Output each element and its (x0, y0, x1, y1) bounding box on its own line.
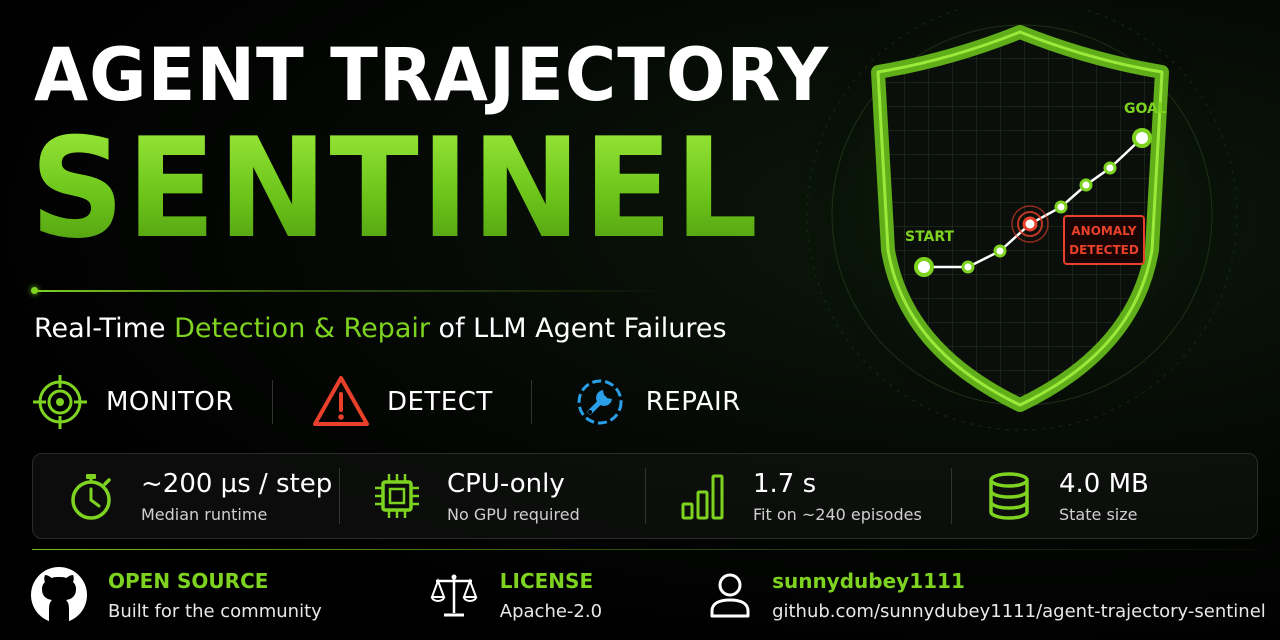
feature-detect: DETECT (311, 372, 493, 432)
anomaly-ring (1011, 205, 1049, 243)
scales-icon (430, 574, 478, 617)
anomaly-ring (1017, 211, 1043, 237)
radar-ring-outer (806, 10, 1238, 431)
cpu-chip-icon (375, 474, 419, 518)
feature-detect-label: DETECT (386, 387, 493, 417)
stat-runtime: ~200 µs / step Median runtime (33, 454, 339, 538)
stat-state-size-value: 4.0 MB (1059, 468, 1149, 499)
goal-label: GOAL (1124, 101, 1167, 117)
subtitle-part-2: of LLM Agent Failures (429, 313, 727, 344)
subtitle: Real-Time Detection & Repair of LLM Agen… (34, 313, 727, 344)
feature-repair: REPAIR (570, 372, 741, 432)
feature-monitor: MONITOR (30, 372, 234, 432)
title-line-1: AGENT TRAJECTORY (34, 31, 830, 118)
crosshair-target-icon (33, 375, 87, 429)
stat-runtime-value: ~200 µs / step (141, 468, 333, 499)
feature-separator (530, 380, 532, 424)
github-icon[interactable] (30, 566, 88, 624)
author-heading[interactable]: sunnydubey1111 (772, 568, 965, 593)
stats-panel: ~200 µs / step Median runtime CPU-only N… (32, 453, 1258, 539)
warning-triangle-icon (312, 376, 369, 426)
footer: OPEN SOURCE Built for the community LICE… (30, 562, 1266, 628)
start-node (914, 257, 934, 277)
stat-cpu-label: No GPU required (447, 504, 580, 524)
trajectory-node (961, 260, 975, 274)
anomaly-label-line-1: ANOMALY (1071, 224, 1137, 238)
stopwatch-icon (71, 474, 111, 520)
shield-illustration: START GOAL ANOMALY DETECTED (792, 10, 1252, 440)
stat-fit-time-label: Fit on ~240 episodes (753, 504, 922, 524)
feature-monitor-label: MONITOR (106, 387, 234, 417)
subtitle-part-1: Real-Time (34, 313, 175, 344)
feature-repair-label: REPAIR (645, 387, 741, 417)
feature-separator (271, 380, 273, 424)
shield-highlight (876, 30, 1164, 407)
footer-author: sunnydubey1111 github.com/sunnydubey1111… (708, 562, 1266, 628)
stat-fit-time: 1.7 s Fit on ~240 episodes (645, 454, 951, 538)
footer-open-source: OPEN SOURCE Built for the community (30, 562, 322, 628)
stat-state-size: 4.0 MB State size (951, 454, 1257, 538)
title-divider-dot (31, 287, 38, 294)
user-icon (710, 573, 750, 618)
footer-license: LICENSE Apache-2.0 (428, 562, 602, 628)
anomaly-badge (1063, 215, 1145, 265)
stat-runtime-label: Median runtime (141, 504, 268, 524)
subtitle-highlight: Detection & Repair (174, 313, 430, 344)
feature-row: MONITOR DETECT REPAIR (30, 372, 741, 432)
title-divider (32, 290, 672, 292)
license-heading: LICENSE (499, 568, 594, 593)
trajectory-node (1079, 178, 1093, 192)
trajectory-node (1103, 161, 1117, 175)
bar-chart-icon (681, 474, 724, 520)
anomaly-node (1022, 216, 1038, 232)
database-icon (989, 472, 1029, 520)
wrench-gear-icon (577, 379, 623, 425)
start-label: START (905, 229, 955, 245)
trajectory-node (1054, 200, 1068, 214)
anomaly-label-line-2: DETECTED (1069, 243, 1139, 257)
title-line-2: SENTINEL (30, 108, 760, 269)
repository-link[interactable]: github.com/sunnydubey1111/agent-trajecto… (772, 600, 1266, 622)
stat-cpu-value: CPU-only (447, 468, 565, 499)
stat-cpu: CPU-only No GPU required (339, 454, 645, 538)
open-source-heading: OPEN SOURCE (108, 568, 269, 593)
goal-node (1132, 128, 1152, 148)
stat-state-size-label: State size (1059, 504, 1138, 524)
trajectory-node (993, 244, 1007, 258)
open-source-text: Built for the community (108, 600, 322, 622)
stat-fit-time-value: 1.7 s (753, 468, 817, 499)
license-text: Apache-2.0 (499, 600, 603, 622)
footer-divider (32, 549, 1258, 550)
